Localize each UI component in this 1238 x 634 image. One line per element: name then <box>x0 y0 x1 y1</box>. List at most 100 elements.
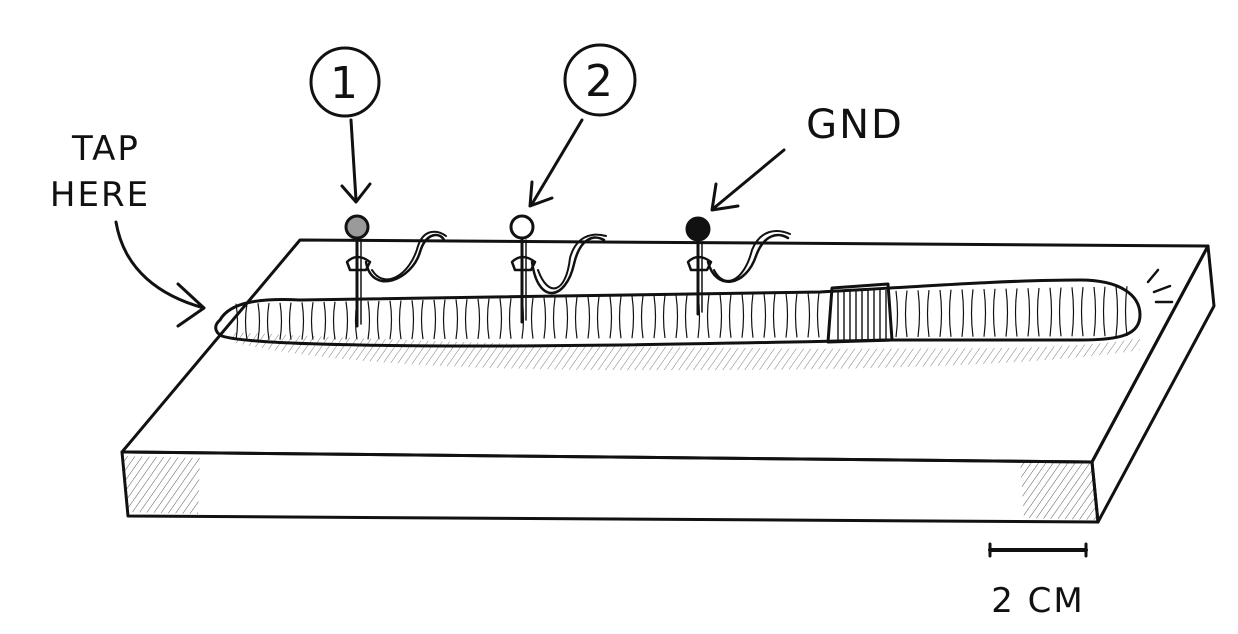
worm-segment-ring <box>596 296 600 339</box>
worm-segment-ring <box>376 300 380 340</box>
worm-segments <box>235 286 1128 341</box>
board-front-shading-right <box>1020 460 1097 520</box>
worm-segment-ring <box>728 293 732 338</box>
worm-segment-ring <box>1102 286 1106 337</box>
worm-segment-ring <box>411 300 415 340</box>
earthworm <box>214 278 1142 348</box>
worm-segment-ring <box>565 297 569 339</box>
pin-electrode-2 <box>509 214 607 324</box>
electrode-2-arrow <box>528 118 584 208</box>
worm-segment-ring <box>420 299 424 340</box>
worm-segment-ring <box>640 295 644 339</box>
worm-segment-ring <box>741 293 745 338</box>
worm-segment-ring <box>719 294 723 338</box>
board-front-face <box>120 450 1100 524</box>
worm-segment-ring <box>433 299 437 340</box>
worm-segment-ring <box>323 301 327 340</box>
electrode-1-label: 1 <box>330 58 360 109</box>
worm-segment-ring <box>1005 288 1009 337</box>
worm-segment-ring <box>895 290 899 338</box>
worm-segment-ring <box>653 295 657 339</box>
worm-segment-ring <box>257 303 261 340</box>
board <box>120 238 1216 524</box>
electrode-2-label: 2 <box>585 56 615 107</box>
worm-segment-ring <box>961 289 965 337</box>
worm-segment-ring <box>455 299 459 340</box>
tap-motion-marks <box>1146 268 1174 304</box>
electrode-1-circle <box>309 46 381 118</box>
worm-segment-ring <box>926 290 930 337</box>
pin-ground <box>685 216 791 316</box>
worm-clitellum <box>826 282 894 344</box>
worm-segment-ring <box>631 295 635 339</box>
worm-segment-ring <box>772 293 776 338</box>
worm-segment-ring <box>235 303 239 341</box>
worm-segment-ring <box>332 301 336 340</box>
pin2-head <box>509 214 535 240</box>
scale-label: 2 CM <box>991 581 1085 621</box>
worm-segment-ring <box>1080 287 1084 337</box>
worm-segment-ring <box>464 299 468 340</box>
worm-segment-ring <box>684 294 688 339</box>
worm-segment-ring <box>499 298 503 339</box>
worm-segment-ring <box>618 296 622 339</box>
worm-segment-ring <box>266 302 270 340</box>
electrode-1-arrow <box>340 118 372 204</box>
worm-segment-ring <box>587 296 591 339</box>
tap-here-arrow <box>114 220 206 328</box>
worm-shadow <box>230 332 1140 371</box>
tap-here-callout: TAP HERE <box>50 129 206 328</box>
worm-segment-ring <box>389 300 393 340</box>
ground-callout: GND <box>710 102 904 212</box>
worm-segment-ring <box>970 289 974 337</box>
worm-segment-ring <box>288 302 292 340</box>
worm-segment-ring <box>816 292 820 338</box>
scale-bar: 2 CM <box>988 542 1088 621</box>
worm-segment-ring <box>992 288 996 337</box>
worm-segment-ring <box>310 302 314 340</box>
worm-segment-ring <box>763 293 767 338</box>
ground-arrow <box>710 148 786 212</box>
worm-segment-ring <box>675 294 679 339</box>
electrode-2-callout: 2 <box>528 43 637 208</box>
board-front-shading-left <box>124 456 200 514</box>
worm-segment-ring <box>706 294 710 338</box>
worm-segment-ring <box>1058 287 1062 337</box>
worm-segment-ring <box>574 296 578 339</box>
worm-segment-ring <box>750 293 754 338</box>
clitellum-bands <box>837 290 887 340</box>
worm-segment-ring <box>398 300 402 340</box>
worm-segment-ring <box>345 301 349 340</box>
worm-segment-ring <box>543 297 547 339</box>
worm-segment-ring <box>279 302 283 340</box>
worm-segment-ring <box>508 298 512 339</box>
worm-segment-ring <box>609 296 613 339</box>
worm-segment-ring <box>1124 286 1128 337</box>
worm-segment-ring <box>794 292 798 338</box>
pin-electrode-1 <box>344 214 447 328</box>
worm-segment-ring <box>367 301 371 340</box>
worm-segment-ring <box>904 290 908 338</box>
worm-segment-ring <box>244 303 248 340</box>
worm-segment-ring <box>442 299 446 340</box>
worm-segment-ring <box>1093 286 1097 337</box>
electrode-1-callout: 1 <box>309 46 381 204</box>
worm-segment-ring <box>785 292 789 338</box>
gnd-head <box>685 216 711 242</box>
worm-segment-ring <box>807 292 811 338</box>
worm-segment-ring <box>1071 287 1075 337</box>
worm-body <box>214 278 1142 348</box>
worm-segment-ring <box>530 297 534 339</box>
worm-segment-ring <box>983 288 987 337</box>
tap-here-line2: HERE <box>50 175 150 215</box>
board-side-face <box>1090 244 1216 524</box>
worm-segment-ring <box>477 298 481 339</box>
worm-segment-ring <box>1036 287 1040 337</box>
worm-segment-ring <box>939 289 943 337</box>
worm-segment-ring <box>1049 287 1053 337</box>
worm-segment-ring <box>301 302 305 340</box>
pin1-head <box>344 214 370 240</box>
ground-label: GND <box>806 102 904 148</box>
tap-here-line1: TAP <box>71 129 140 169</box>
